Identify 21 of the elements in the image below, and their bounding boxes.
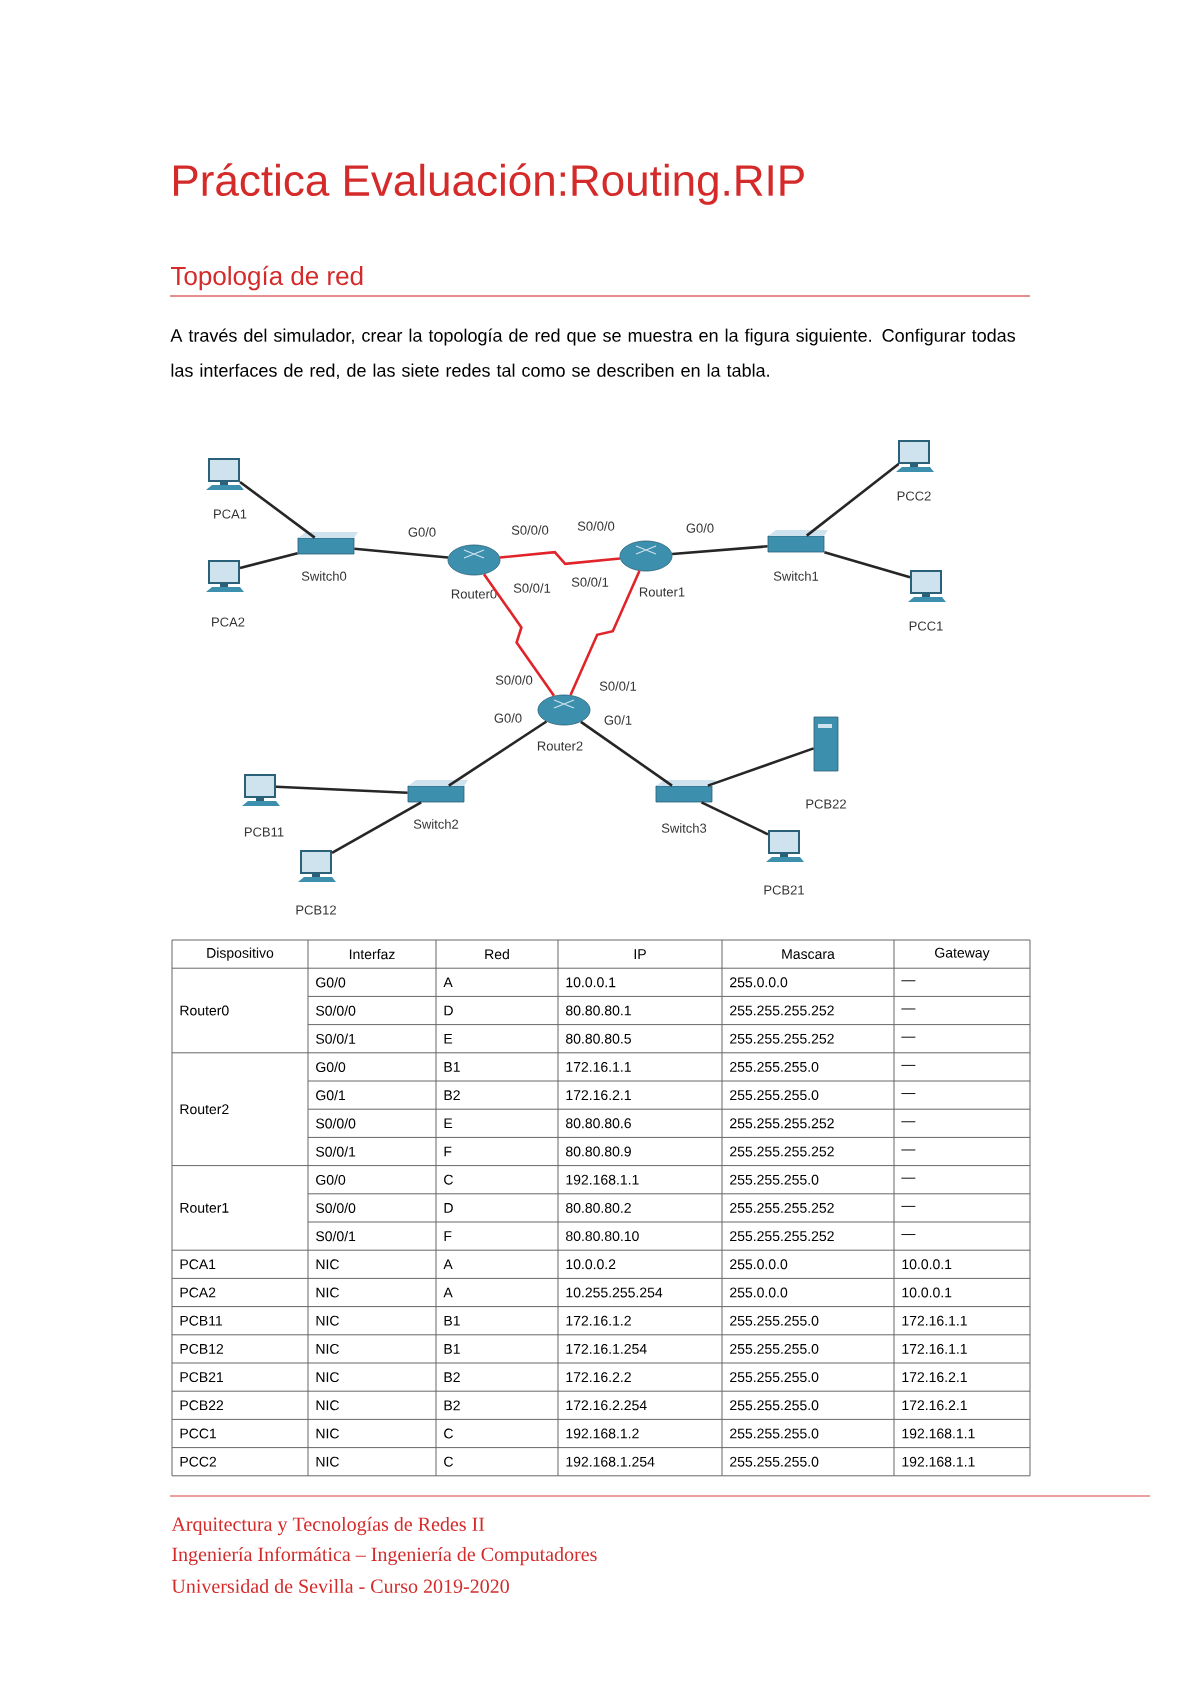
footer-line: Ingeniería Informática – Ingeniería de Computadores	[172, 1546, 597, 1566]
paragraph: A través del simulador, crear la topología de red que se muestra en la figura siguiente. Configurar todas las interfaces de red, de las siete redes tal como se describen en la tabla.	[170, 328, 1015, 379]
connection-line	[239, 552, 298, 570]
connection-line	[239, 480, 316, 539]
connection-line	[672, 545, 768, 556]
connection-line	[707, 747, 815, 787]
connection-line	[499, 550, 621, 566]
connection-line	[580, 720, 673, 787]
footer-line: Universidad de Sevilla - Curso 2019-2020	[171, 1578, 509, 1594]
connection-line	[354, 547, 449, 559]
connection-line	[700, 801, 769, 836]
connection-line	[805, 463, 900, 537]
connection-line	[275, 785, 408, 794]
title: Práctica Evaluación:Routing.RIP	[174, 163, 804, 205]
connection-line	[331, 801, 422, 855]
connection-line	[569, 570, 641, 696]
footer-line: Arquitectura y Tecnologías de Redes II	[171, 1516, 485, 1536]
connection-line	[482, 573, 556, 697]
section-heading: Topología de red	[171, 265, 363, 291]
connection-line	[824, 551, 911, 579]
connection-line	[448, 720, 548, 787]
